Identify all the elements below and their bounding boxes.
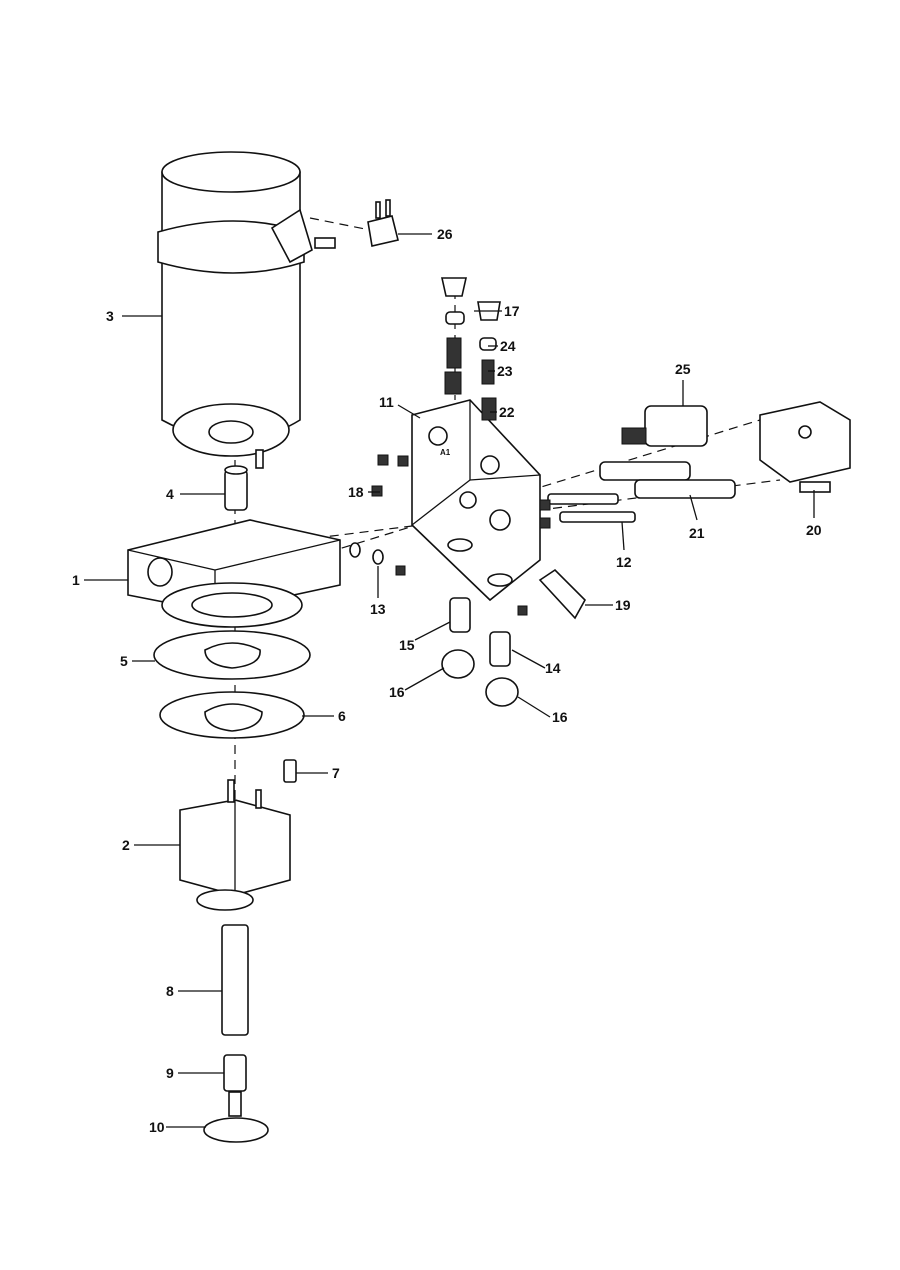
fitting-stem bbox=[228, 1091, 242, 1117]
callout-20: 20 bbox=[806, 522, 822, 538]
solenoid-valves bbox=[539, 405, 736, 529]
callout-17: 17 bbox=[504, 303, 520, 319]
callout-2: 2 bbox=[122, 837, 130, 853]
callout-8: 8 bbox=[166, 983, 174, 999]
pressure-switch bbox=[538, 568, 586, 620]
coil-connector bbox=[759, 401, 851, 493]
callout-4: 4 bbox=[166, 486, 174, 502]
relay bbox=[367, 199, 399, 247]
valve-block: A1 bbox=[411, 399, 541, 602]
callout-12: 12 bbox=[616, 554, 632, 570]
relay-axis-line bbox=[309, 217, 381, 233]
filter bbox=[203, 1117, 269, 1143]
callout-16-upper: 16 bbox=[389, 684, 405, 700]
adapter-housing bbox=[127, 519, 341, 628]
set-screws bbox=[349, 454, 528, 616]
port-marking-a1: A1 bbox=[440, 448, 451, 457]
callout-22: 22 bbox=[499, 404, 515, 420]
callout-11: 11 bbox=[379, 394, 394, 410]
callout-9: 9 bbox=[166, 1065, 174, 1081]
callout-21: 21 bbox=[689, 525, 705, 541]
callout-10: 10 bbox=[149, 1119, 165, 1135]
callout-26: 26 bbox=[437, 226, 453, 242]
screw bbox=[283, 759, 297, 783]
callout-14: 14 bbox=[545, 660, 561, 676]
leader-lines bbox=[84, 233, 815, 1128]
callout-15: 15 bbox=[399, 637, 415, 653]
plugs bbox=[441, 597, 519, 707]
gasket bbox=[204, 642, 261, 669]
callout-25: 25 bbox=[675, 361, 691, 377]
callout-19: 19 bbox=[615, 597, 631, 613]
callout-16-lower: 16 bbox=[552, 709, 568, 725]
cartridge-stack bbox=[441, 277, 501, 421]
suction-tube bbox=[221, 924, 249, 1036]
callout-18: 18 bbox=[348, 484, 364, 500]
callout-6: 6 bbox=[338, 708, 346, 724]
callout-5: 5 bbox=[120, 653, 128, 669]
pump bbox=[179, 779, 291, 911]
callout-7: 7 bbox=[332, 765, 340, 781]
callout-13: 13 bbox=[370, 601, 386, 617]
callout-24: 24 bbox=[500, 338, 516, 354]
fitting bbox=[223, 1054, 247, 1092]
plate bbox=[159, 691, 305, 739]
coupling bbox=[224, 465, 248, 511]
callout-3: 3 bbox=[106, 308, 114, 324]
callout-23: 23 bbox=[497, 363, 513, 379]
callout-1: 1 bbox=[72, 572, 80, 588]
motor bbox=[157, 151, 336, 469]
